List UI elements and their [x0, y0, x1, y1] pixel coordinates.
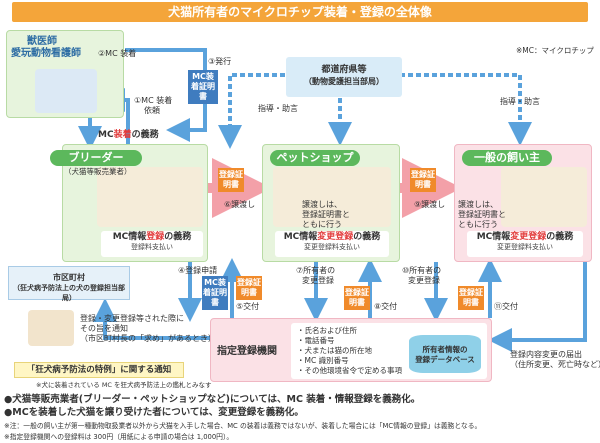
registration-cert-tag-5: 登録証明書	[458, 286, 484, 310]
breeder-duty: MC情報登録の義務 登録料支払い	[101, 231, 203, 257]
breeder-label: ブリーダー	[50, 150, 142, 166]
city-notice-3: （市区町村長の「求め」があるとき）	[80, 334, 216, 343]
step-1-label: ①MC 装着	[134, 96, 173, 105]
note-2: ※指定登録機関への登録料は 300円（用紙による申請の場合は 1,000円）。	[4, 433, 234, 441]
agency-item-4: ・MC 識別番号	[297, 356, 349, 365]
city-notice-2: その旨を通知	[80, 324, 128, 333]
registration-cert-tag-3: 登録証明書	[236, 276, 262, 300]
city-label-1: 市区町村	[53, 273, 85, 282]
guidance-center: 指導・助言	[258, 104, 298, 113]
dog-illustration	[28, 310, 74, 346]
step-10-label: ⑩所有者の	[402, 266, 442, 275]
mc-certificate-tag-2: MC装着証明書	[202, 276, 228, 310]
registration-cert-tag-4: 登録証明書	[344, 286, 370, 310]
breeder-box: MC情報登録の義務 登録料支払い	[62, 144, 208, 262]
guidance-right: 指導・助言	[500, 97, 540, 106]
step-1b-label: 依頼	[144, 106, 160, 115]
agency-box: 指定登録機関 ・氏名および住所 ・電話番号 ・犬または猫の所在地 ・MC 識別番…	[210, 318, 492, 382]
arrow-guidance-right	[400, 73, 532, 146]
owner-label: 一般の飼い主	[462, 150, 552, 166]
step-9-label: ⑨譲渡し	[414, 200, 446, 209]
step-4-label: ④登録申請	[178, 266, 218, 275]
mc-legend: ※MC：マイクロチップ	[516, 46, 594, 55]
agency-items-panel: ・氏名および住所 ・電話番号 ・犬または猫の所在地 ・MC 識別番号 ・その他環…	[291, 323, 487, 379]
step-10b-label: 変更登録	[408, 276, 440, 285]
step-5-label: ⑤交付	[236, 302, 260, 311]
bullet-1: ●犬猫等販売業者(ブリーダー・ペットショップなど)については、MC 装着・情報登…	[4, 394, 421, 405]
breeder-sub-label: （犬猫等販売業者）	[64, 167, 132, 176]
transfer-note-2c: ともに行う	[458, 220, 498, 229]
owner-illustration	[501, 167, 587, 227]
city-notice-1: 登録・変更登録等された際に	[80, 314, 184, 323]
registration-cert-tag-1: 登録証明書	[218, 168, 244, 192]
rabies-special-notice: 「狂犬病予防法の特例」に関する通知	[14, 362, 184, 378]
owner-duty: MC情報変更登録の義務 変更登録料支払い	[467, 231, 583, 257]
database-icon: 所有者情報の 登録データベース	[409, 335, 481, 373]
arrow-notify-city	[93, 298, 210, 340]
mc-certificate-tag-1: MC装着証明書	[188, 70, 218, 104]
prefecture-box: 都道府県等 （動物愛護担当部局）	[286, 57, 402, 97]
transfer-note-1b: 登録証明書と	[302, 210, 350, 219]
prefecture-label-2: （動物愛護担当部局）	[304, 77, 384, 86]
bullet-2: ●MCを装着した犬猫を譲り受けた者については、変更登録を義務化。	[4, 407, 304, 418]
registration-cert-tag-2: 登録証明書	[410, 168, 436, 192]
prefecture-label-1: 都道府県等	[321, 65, 367, 75]
transfer-note-2b: 登録証明書と	[458, 210, 506, 219]
breeder-illustration	[97, 167, 203, 227]
note-1: ※注：一般の飼い主が第一種動物取扱業者以外から犬猫を入手した場合、MC の装着は…	[4, 422, 482, 430]
step-8-label: ⑧交付	[374, 302, 398, 311]
city-label-2: （狂犬病予防法上の犬の登録担当部局）	[13, 284, 125, 302]
agency-item-1: ・氏名および住所	[297, 326, 357, 335]
step-3-label: ③発行	[208, 57, 232, 66]
step-6-label: ⑥譲渡し	[224, 200, 256, 209]
agency-item-3: ・犬または猫の所在地	[297, 346, 372, 355]
petshop-label: ペットショップ	[270, 150, 360, 166]
arrow-guidance-left	[218, 73, 285, 149]
transfer-note-1c: ともに行う	[302, 220, 342, 229]
agency-label: 指定登録機関	[217, 346, 277, 357]
vet-label-2: 愛玩動物看護師	[11, 48, 81, 59]
rabies-special-note: ※犬に装着されている MC を狂犬病予防法上の鑑札とみなす	[36, 381, 212, 389]
transfer-note-1a: 譲渡しは、	[302, 200, 342, 209]
page-title: 犬猫所有者のマイクロチップ装着・登録の全体像	[12, 2, 588, 22]
agency-item-2: ・電話番号	[297, 336, 335, 345]
petshop-illustration	[273, 167, 391, 227]
transfer-note-2a: 譲渡しは、	[458, 200, 498, 209]
petshop-duty: MC情報変更登録の義務 変更登録料支払い	[275, 231, 389, 257]
agency-item-5: ・その他環境省令で定める事項	[297, 366, 402, 375]
arrow-address-change	[488, 250, 587, 352]
step-2-label: ②MC 装着	[98, 49, 137, 58]
vet-box: 獣医師 愛玩動物看護師	[6, 30, 124, 118]
address-change-1: 登録内容変更の届出	[510, 350, 582, 359]
vet-illustration	[35, 69, 97, 113]
vet-label-1: 獣医師	[27, 36, 57, 47]
step-7-label: ⑦所有者の	[296, 266, 336, 275]
breeder-mc-duty: MC装着の義務	[98, 130, 159, 140]
city-box: 市区町村 （狂犬病予防法上の犬の登録担当部局）	[8, 266, 130, 302]
step-7b-label: 変更登録	[302, 276, 334, 285]
step-11-label: ⑪交付	[494, 302, 518, 311]
address-change-2: （住所変更、死亡時など）	[510, 360, 600, 369]
